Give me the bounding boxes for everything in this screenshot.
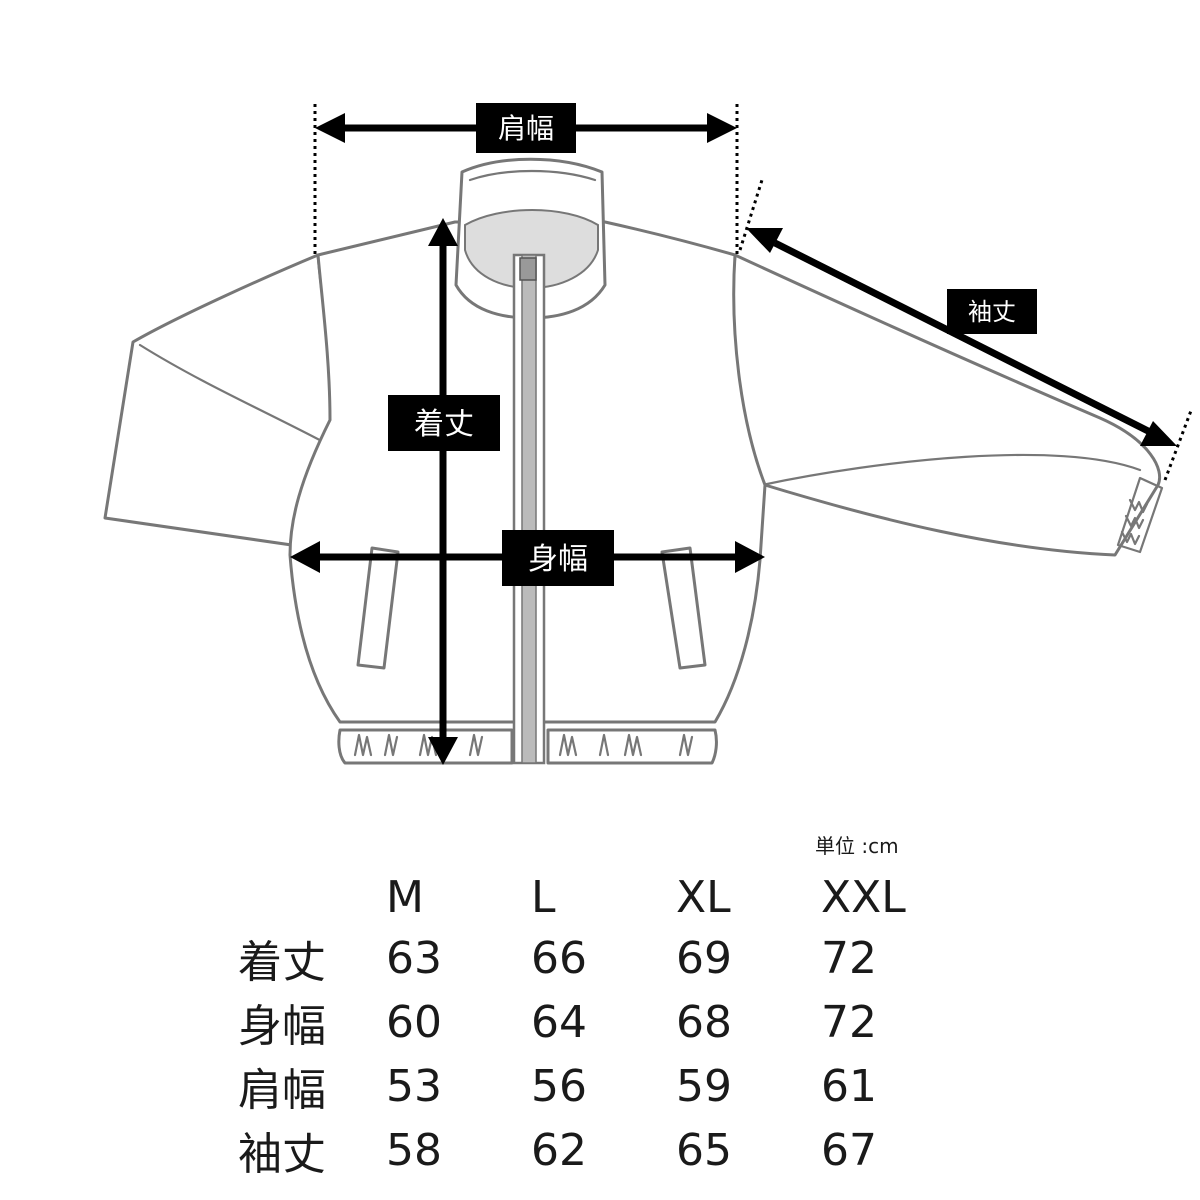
- table-cell: 64: [531, 996, 587, 1048]
- body-length-arrow: [428, 218, 458, 765]
- table-row: 袖丈 58 62 65 67: [238, 1118, 931, 1182]
- sleeve-top-guide: [738, 179, 764, 251]
- table-row: 肩幅 53 56 59 61: [238, 1054, 931, 1118]
- size-header-row: M L XL XXL: [238, 868, 931, 926]
- jacket-illustration: [103, 157, 1164, 765]
- table-cell: 65: [676, 1124, 732, 1176]
- right-pocket: [660, 546, 707, 670]
- body-width-label-bg: [502, 530, 614, 586]
- left-pocket: [356, 546, 400, 670]
- table-cell: 62: [531, 1124, 587, 1176]
- row-label: 袖丈: [238, 1129, 326, 1180]
- table-cell: 69: [676, 932, 732, 984]
- size-header-xl: XL: [676, 871, 731, 923]
- table-row: 身幅 60 64 68 72: [238, 990, 931, 1054]
- header-corner: [238, 868, 386, 926]
- body-length-label: 着丈: [414, 407, 474, 442]
- size-header-l: L: [531, 871, 556, 923]
- size-table: M L XL XXL 着丈 63 66 69 72 身幅 60 64 68 72…: [238, 868, 931, 1182]
- table-cell: 72: [821, 996, 877, 1048]
- unit-label: 単位 :cm: [815, 834, 899, 858]
- body-width-label: 身幅: [528, 542, 588, 577]
- table-cell: 63: [386, 932, 442, 984]
- table-cell: 58: [386, 1124, 442, 1176]
- table-row: 着丈 63 66 69 72: [238, 926, 931, 990]
- row-label: 肩幅: [238, 1065, 326, 1116]
- sleeve-end-guide: [1163, 407, 1194, 481]
- table-cell: 60: [386, 996, 442, 1048]
- shoulder-width-label: 肩幅: [498, 112, 554, 145]
- body-length-label-bg: [388, 395, 500, 451]
- table-cell: 66: [531, 932, 587, 984]
- size-header-xxl: XXL: [821, 871, 906, 923]
- table-cell: 61: [821, 1060, 877, 1112]
- size-header-m: M: [386, 871, 424, 923]
- table-cell: 53: [386, 1060, 442, 1112]
- row-label: 身幅: [238, 1001, 326, 1052]
- sleeve-length-label: 袖丈: [968, 298, 1016, 326]
- jacket-size-diagram: 肩幅 袖丈 着丈 身幅: [103, 103, 1194, 765]
- table-cell: 56: [531, 1060, 587, 1112]
- table-cell: 68: [676, 996, 732, 1048]
- table-cell: 72: [821, 932, 877, 984]
- sleeve-length-arrow: [746, 228, 1177, 446]
- shoulder-width-label-bg: [476, 103, 576, 153]
- table-cell: 67: [821, 1124, 877, 1176]
- row-label: 着丈: [238, 937, 326, 988]
- table-cell: 59: [676, 1060, 732, 1112]
- sleeve-length-label-bg: [947, 289, 1037, 334]
